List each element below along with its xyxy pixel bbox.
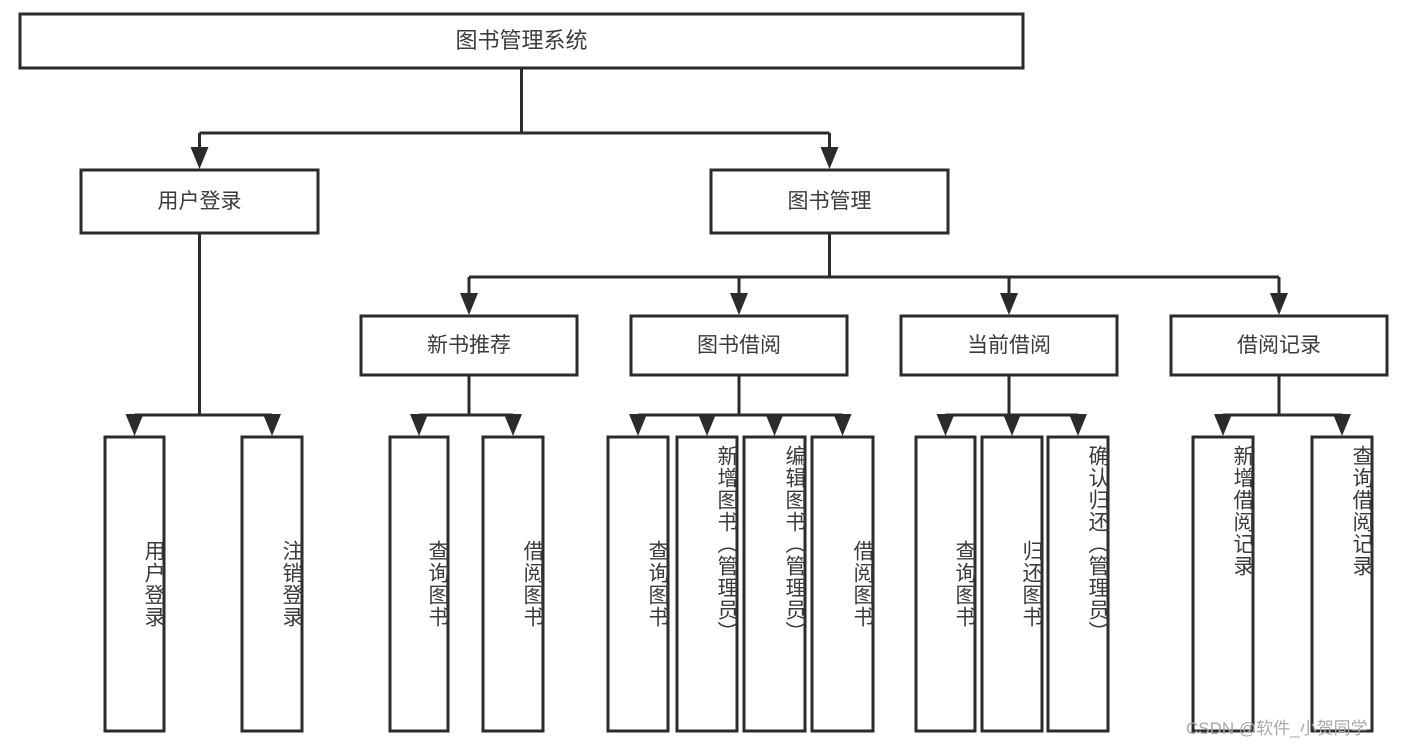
node-label-borrow-record: 借阅记录 <box>1237 334 1321 357</box>
leaf-box-leaf-query-book-3[interactable] <box>914 435 977 733</box>
leaf-box-leaf-query-record[interactable] <box>1310 435 1374 733</box>
leaf-box-leaf-query-book-1[interactable] <box>388 435 450 733</box>
node-box-root[interactable] <box>18 12 1025 70</box>
node-box-book-manage[interactable] <box>709 168 950 235</box>
leaf-box-leaf-query-book-2[interactable] <box>606 435 670 733</box>
node-label-book-manage: 图书管理 <box>788 190 872 213</box>
leaf-box-leaf-user-login[interactable] <box>103 435 166 733</box>
node-box-borrow-record[interactable] <box>1169 314 1389 377</box>
leaf-box-leaf-confirm-return[interactable] <box>1046 435 1110 733</box>
leaf-box-leaf-edit-book[interactable] <box>742 435 807 733</box>
leaf-box-leaf-add-book[interactable] <box>675 435 739 733</box>
leaf-box-leaf-logout[interactable] <box>240 435 304 733</box>
node-label-book-borrow: 图书借阅 <box>697 334 781 357</box>
node-box-user-login[interactable] <box>79 168 320 235</box>
leaf-box-leaf-return-book[interactable] <box>980 435 1044 733</box>
node-box-new-book-recommend[interactable] <box>359 314 579 377</box>
connector-layer <box>125 68 1351 436</box>
leaf-box-leaf-borrow-book-2[interactable] <box>810 435 875 733</box>
csdn-watermark: CSDN @软件_小贺同学 <box>1186 719 1368 738</box>
node-label-user-login: 用户登录 <box>158 190 242 213</box>
node-label-root: 图书管理系统 <box>455 28 587 53</box>
node-label-new-book-recommend: 新书推荐 <box>427 334 511 357</box>
node-box-book-borrow[interactable] <box>629 314 849 377</box>
node-box-layer <box>18 12 1389 733</box>
leaf-box-leaf-add-record[interactable] <box>1191 435 1255 733</box>
leaf-box-leaf-borrow-book-1[interactable] <box>481 435 545 733</box>
node-box-current-borrow[interactable] <box>899 314 1119 377</box>
node-label-current-borrow: 当前借阅 <box>967 334 1051 357</box>
